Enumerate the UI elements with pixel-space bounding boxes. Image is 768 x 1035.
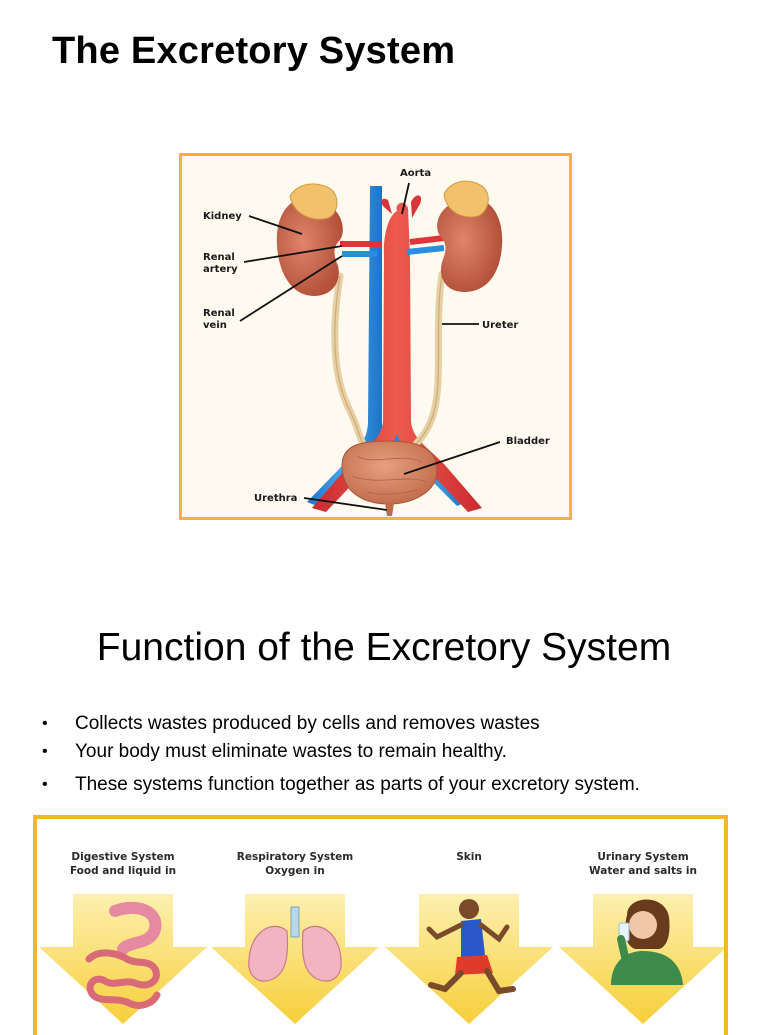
label-renal-vein-1: Renal xyxy=(203,308,235,319)
system-column-urinary: Urinary System Water and salts in xyxy=(559,851,724,1024)
systems-illustration: Digestive System Food and liquid in Resp… xyxy=(39,851,724,1024)
system-name: Respiratory System xyxy=(237,851,354,863)
system-input: Oxygen in xyxy=(265,865,324,877)
label-renal-vein-2: vein xyxy=(203,320,227,331)
section-title: Function of the Excretory System xyxy=(96,626,672,669)
bullet-item: Your body must eliminate wastes to remai… xyxy=(42,740,752,763)
system-name: Skin xyxy=(456,851,482,863)
down-arrow-icon xyxy=(211,894,379,1024)
right-adrenal-gland xyxy=(443,180,489,218)
right-kidney xyxy=(437,198,503,292)
system-input: Water and salts in xyxy=(589,865,697,877)
left-ureter xyxy=(331,272,376,460)
lungs-icon xyxy=(248,906,342,982)
function-bullet-list: Collects wastes produced by cells and re… xyxy=(42,712,752,796)
system-name: Digestive System xyxy=(71,851,174,863)
left-kidney xyxy=(276,198,343,296)
slide-title: The Excretory System xyxy=(52,30,456,72)
excretory-systems-panel: Digestive System Food and liquid in Resp… xyxy=(33,815,728,1035)
label-bladder: Bladder xyxy=(506,436,550,447)
drinking-girl-icon xyxy=(611,899,683,985)
vena-cava xyxy=(307,186,382,506)
left-adrenal-gland xyxy=(289,183,338,220)
system-name: Urinary System xyxy=(597,851,688,863)
system-column-respiratory: Respiratory System Oxygen in xyxy=(211,851,379,1024)
label-ureter: Ureter xyxy=(482,320,518,331)
label-kidney: Kidney xyxy=(203,211,242,222)
label-renal-artery-2: artery xyxy=(203,264,238,275)
system-column-skin: Skin xyxy=(385,851,553,1024)
bladder xyxy=(341,440,438,505)
system-column-digestive: Digestive System Food and liquid in xyxy=(39,851,207,1024)
label-renal-artery-1: Renal xyxy=(203,252,235,263)
right-renal-vein xyxy=(406,245,445,255)
bullet-item: These systems function together as parts… xyxy=(42,773,752,796)
aorta xyxy=(312,202,482,512)
label-urethra: Urethra xyxy=(254,493,297,504)
excretory-system-diagram: Aorta Kidney Renal artery Renal vein Ure… xyxy=(179,153,572,520)
label-aorta: Aorta xyxy=(400,168,431,179)
bullet-item: Collects wastes produced by cells and re… xyxy=(42,712,752,735)
runner-icon xyxy=(426,899,516,995)
urethra xyxy=(385,503,394,516)
system-input: Food and liquid in xyxy=(70,865,176,877)
urinary-anatomy-illustration: Aorta Kidney Renal artery Renal vein Ure… xyxy=(203,168,550,516)
digestive-icon xyxy=(85,901,162,1009)
right-renal-artery xyxy=(409,235,445,245)
